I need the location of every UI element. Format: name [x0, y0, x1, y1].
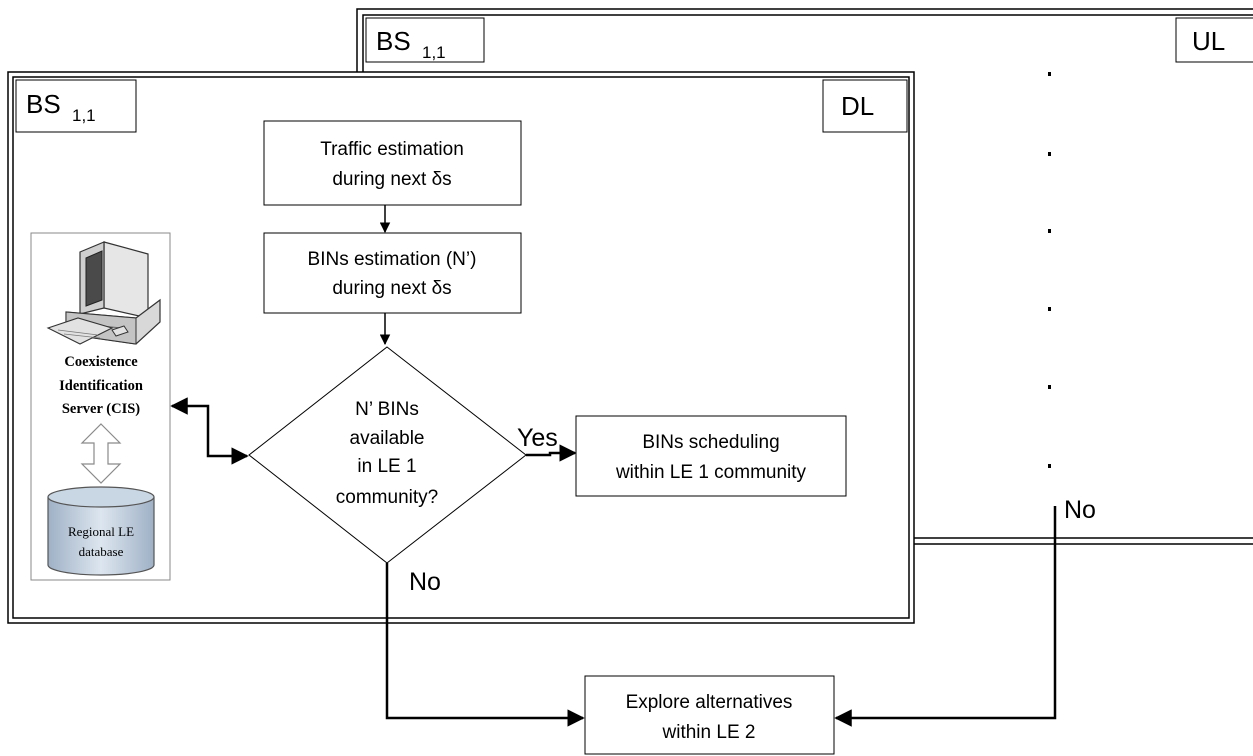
cis-block: Coexistence Identification Server (CIS) …	[30, 232, 171, 581]
ul-ellipsis-dot	[1048, 229, 1051, 233]
explore-alternatives-step: Explore alternatives within LE 2	[584, 675, 835, 755]
bins-scheduling-line-1: BINs scheduling	[642, 432, 779, 453]
ul-bs-label-box	[365, 17, 485, 63]
decision-line-3: in LE 1	[357, 456, 416, 477]
computer-icon	[46, 241, 161, 345]
decision-line-2: available	[350, 428, 425, 449]
cis-title-line-1: Coexistence	[64, 354, 138, 370]
ul-ellipsis-dot	[1048, 464, 1051, 468]
ul-direction-box	[1175, 17, 1253, 63]
bins-estimation-line-2: during next δs	[332, 278, 451, 299]
bins-scheduling-line-2: within LE 1 community	[615, 462, 807, 483]
bins-estimation-line-1: BINs estimation (N’)	[308, 249, 477, 270]
ul-ellipsis-dot	[1048, 152, 1051, 156]
dl-bs-label-box	[15, 79, 137, 133]
ul-no-label: No	[1064, 496, 1096, 524]
cis-title-line-2: Identification	[59, 378, 143, 394]
decision-diamond: N’ BINs available in LE 1 community?	[248, 346, 527, 564]
ul-bs-label: BS	[376, 26, 411, 56]
database-label-line-1: Regional LE	[68, 524, 134, 539]
arrow-dl-no-to-explore	[385, 563, 585, 727]
decision-line-4: community?	[336, 487, 438, 508]
arrow-ul-no-to-explore	[834, 506, 1057, 727]
dl-direction-label: DL	[841, 91, 874, 121]
database-label-line-2: database	[79, 544, 124, 559]
traffic-estimation-step: Traffic estimation during next δs	[263, 120, 522, 206]
traffic-estimation-line-2: during next δs	[332, 169, 451, 190]
database-cylinder-icon	[47, 486, 155, 576]
arrow-cis-to-decision	[170, 397, 249, 465]
cis-title-line-3: Server (CIS)	[62, 401, 140, 417]
dl-direction-box	[822, 79, 908, 133]
ul-bs-subscript: 1,1	[422, 43, 446, 62]
ul-ellipsis-dot	[1048, 385, 1051, 389]
dl-bs-label: BS	[26, 89, 61, 119]
decision-line-1: N’ BINs	[355, 399, 419, 420]
ul-ellipsis-dot	[1048, 307, 1051, 311]
traffic-estimation-line-1: Traffic estimation	[320, 139, 464, 160]
decision-yes-label: Yes	[517, 424, 558, 452]
explore-line-2: within LE 2	[662, 722, 756, 743]
arrow-yes-to-scheduling	[526, 444, 577, 462]
bins-estimation-step: BINs estimation (N’) during next δs	[263, 232, 522, 314]
ul-direction-label: UL	[1192, 26, 1225, 56]
dl-no-label: No	[409, 568, 441, 596]
explore-line-1: Explore alternatives	[626, 692, 793, 713]
bidirectional-hollow-arrow-icon	[80, 423, 122, 484]
dl-bs-subscript: 1,1	[72, 106, 96, 125]
ul-ellipsis-dot	[1048, 72, 1051, 76]
bins-scheduling-step: BINs scheduling within LE 1 community	[575, 415, 847, 497]
